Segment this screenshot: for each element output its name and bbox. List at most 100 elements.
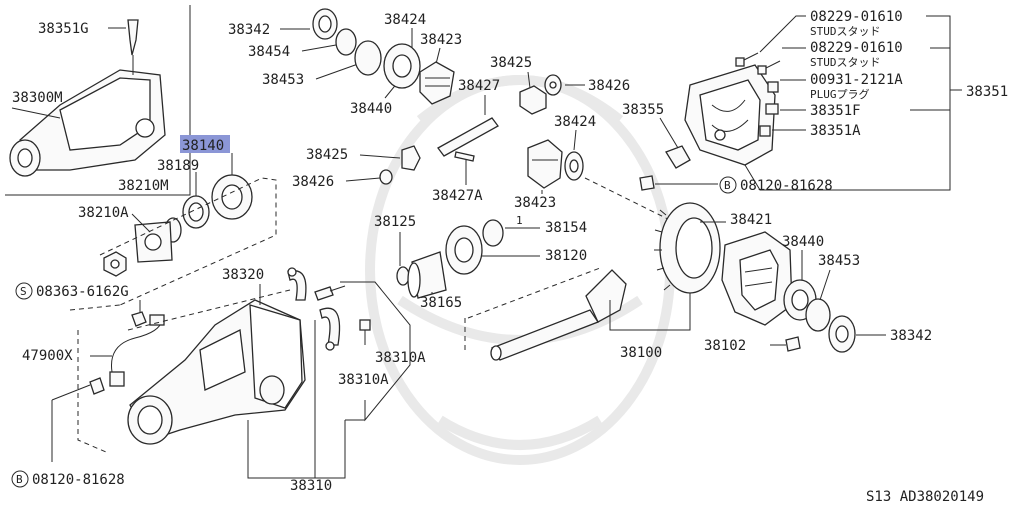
label-38342-right[interactable]: 38342 — [856, 328, 932, 344]
label-08229-b[interactable]: 08229-01610 STUDスタッド — [782, 40, 903, 69]
label-38424-mid[interactable]: 38424 — [554, 114, 596, 151]
nut — [103, 251, 127, 277]
label-38120[interactable]: 38120 — [482, 248, 587, 264]
bearing-38342-right — [828, 315, 856, 353]
screw — [131, 311, 147, 327]
svg-text:38310A: 38310A — [375, 350, 426, 366]
svg-text:38425: 38425 — [490, 55, 532, 71]
label-47900X[interactable]: 47900X — [22, 348, 112, 364]
label-38310A-1[interactable]: 38310A — [375, 350, 426, 366]
label-38342-top[interactable]: 38342 — [228, 22, 310, 38]
label-38125[interactable]: 38125 — [374, 214, 416, 266]
svg-text:38120: 38120 — [545, 248, 587, 264]
bolt-38102 — [770, 336, 801, 352]
label-38355[interactable]: 38355 — [622, 102, 679, 149]
label-38351G[interactable]: 38351G — [38, 21, 126, 37]
svg-text:38310: 38310 — [290, 478, 332, 494]
stud-b — [757, 60, 781, 75]
rear-cover-38351 — [684, 64, 776, 166]
label-38423-mid[interactable]: 38423 — [514, 190, 556, 211]
washer-38453-right — [805, 298, 831, 332]
label-38424-top[interactable]: 38424 — [384, 12, 426, 48]
svg-text:38102: 38102 — [704, 338, 746, 354]
label-38351F[interactable]: 38351F — [780, 103, 861, 119]
label-38102[interactable]: 38102 — [704, 338, 746, 354]
washer-38426-left — [379, 169, 393, 185]
svg-text:38440: 38440 — [350, 101, 392, 117]
shaft-38427 — [437, 117, 499, 157]
bracket-38310A-top — [287, 267, 307, 301]
washer-38426-top — [544, 74, 562, 96]
gear-38425-top — [519, 85, 547, 115]
svg-text:38355: 38355 — [622, 102, 664, 118]
sensor-47900X — [89, 314, 165, 395]
label-38140-highlighted[interactable]: 38140 — [180, 135, 230, 154]
svg-text:38210A: 38210A — [78, 205, 129, 221]
label-38440-top[interactable]: 38440 — [350, 81, 399, 117]
svg-text:08363-6162G: 08363-6162G — [36, 284, 129, 300]
svg-text:38426: 38426 — [292, 174, 334, 190]
label-38454[interactable]: 38454 — [248, 44, 337, 60]
label-38154[interactable]: 1 38154 — [505, 214, 587, 236]
svg-text:38424: 38424 — [554, 114, 596, 130]
footer-code: S13 AD38020149 — [866, 489, 984, 505]
label-38351A[interactable]: 38351A — [772, 123, 861, 139]
svg-text:38320: 38320 — [222, 267, 264, 283]
svg-text:38342: 38342 — [890, 328, 932, 344]
label-38453-top[interactable]: 38453 — [262, 63, 359, 88]
label-38189[interactable]: 38189 — [157, 158, 199, 174]
svg-text:08229-01610: 08229-01610 — [810, 40, 903, 56]
svg-text:38189: 38189 — [157, 158, 199, 174]
seal-38154 — [482, 219, 504, 247]
label-38426-top[interactable]: 38426 — [565, 78, 630, 94]
bolt-top — [314, 285, 346, 301]
label-38310[interactable]: 38310 — [247, 320, 365, 494]
bearing-38440-top — [383, 43, 421, 89]
svg-text:38125: 38125 — [374, 214, 416, 230]
washer-38125 — [396, 266, 410, 286]
spacer-38165 — [407, 251, 447, 299]
svg-text:38100: 38100 — [620, 345, 662, 361]
gear-38425-left — [401, 145, 421, 171]
svg-text:38210M: 38210M — [118, 178, 169, 194]
label-38427[interactable]: 38427 — [458, 78, 500, 115]
label-38440-right[interactable]: 38440 — [782, 234, 824, 280]
label-38320[interactable]: 38320 — [222, 267, 264, 305]
svg-text:38453: 38453 — [262, 72, 304, 88]
label-38165[interactable]: 38165 — [420, 292, 462, 311]
svg-text:38423: 38423 — [420, 32, 462, 48]
label-38427A[interactable]: 38427A — [432, 188, 483, 204]
washer-38453-top — [354, 40, 382, 76]
svg-text:08120-81628: 08120-81628 — [32, 472, 125, 488]
svg-text:38351G: 38351G — [38, 21, 89, 37]
label-S-08363[interactable]: S 08363-6162G — [15, 282, 141, 318]
label-08229-a[interactable]: 08229-01610 STUDスタッド — [759, 9, 903, 53]
label-38425-left[interactable]: 38425 — [306, 147, 401, 163]
label-38453-right[interactable]: 38453 — [818, 253, 860, 301]
label-38351[interactable]: 38351 — [744, 15, 1008, 191]
label-B-08120-lower[interactable]: B 08120-81628 — [11, 384, 125, 488]
svg-text:38424: 38424 — [384, 12, 426, 28]
label-38423-top[interactable]: 38423 — [420, 32, 462, 65]
label-38421[interactable]: 38421 — [700, 212, 772, 228]
label-38300M[interactable]: 38300M — [11, 90, 63, 119]
label-38210A[interactable]: 38210A — [78, 205, 129, 221]
label-B-08120-right[interactable]: B 08120-81628 — [639, 175, 833, 194]
svg-text:38426: 38426 — [588, 78, 630, 94]
bearing-38120 — [445, 225, 483, 275]
svg-text:38351: 38351 — [966, 84, 1008, 100]
svg-text:B: B — [724, 179, 731, 192]
label-00931-plug[interactable]: 00931-2121A PLUGプラグ — [780, 72, 903, 101]
bearing-38342-top — [312, 8, 338, 40]
svg-text:38425: 38425 — [306, 147, 348, 163]
carrier-housing-38320 — [127, 299, 306, 445]
label-38426-left[interactable]: 38426 — [292, 174, 381, 190]
svg-text:PLUGプラグ: PLUGプラグ — [810, 87, 870, 101]
label-38310A-2[interactable]: 38310A — [338, 372, 389, 388]
svg-text:08229-01610: 08229-01610 — [810, 9, 903, 25]
label-38425-top[interactable]: 38425 — [490, 55, 532, 89]
label-38210M[interactable]: 38210M — [118, 178, 169, 194]
diff-case — [721, 231, 793, 326]
svg-text:38351F: 38351F — [810, 103, 861, 119]
